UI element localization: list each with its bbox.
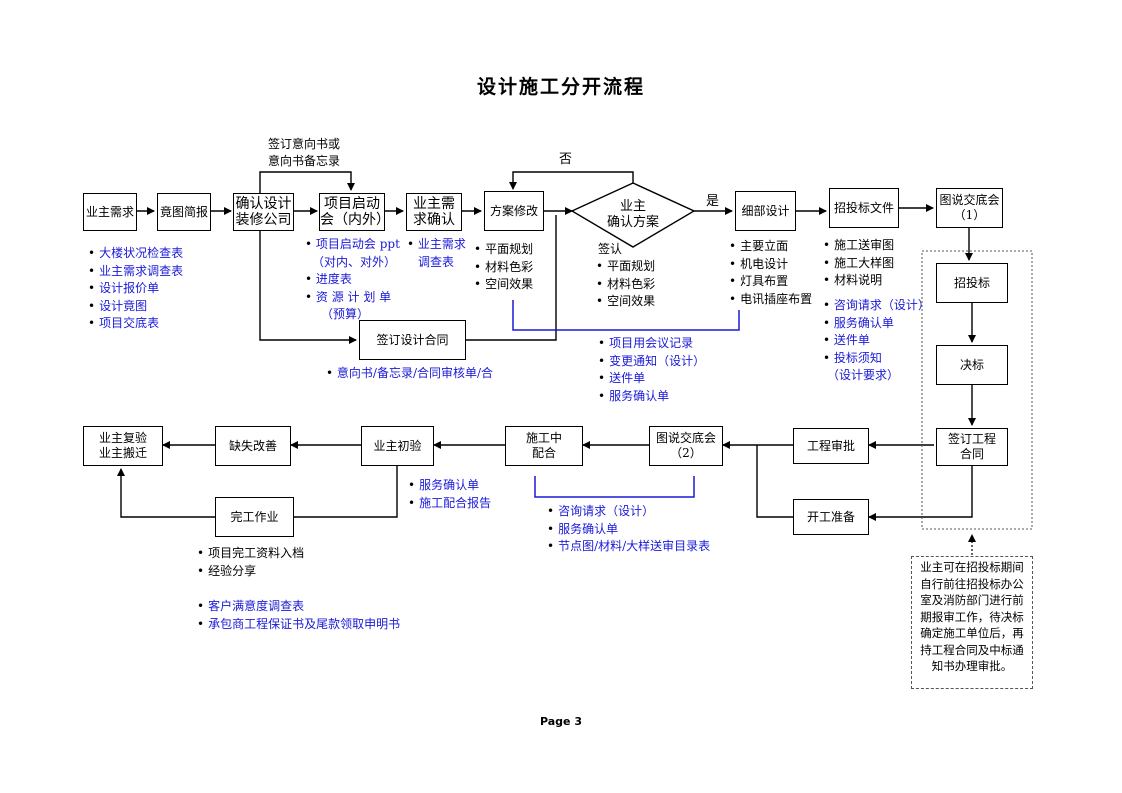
box-award: 决标: [936, 345, 1008, 385]
list-item: 设计竟图: [88, 298, 183, 316]
list-item: 业主需求: [417, 237, 466, 251]
box-drawing-briefing-2: 图说交底会 （2）: [649, 426, 723, 466]
decision-owner-confirm-scheme: 业主 确认方案: [606, 199, 659, 230]
list-item: 调查表: [418, 254, 455, 269]
list-item: 送件单: [598, 370, 705, 388]
label-no: 否: [559, 152, 573, 167]
list-item: 服务确认单: [598, 388, 705, 406]
list-item: 送件单: [833, 333, 870, 347]
box-competition-brief: 竟图简报: [157, 193, 211, 231]
label-sign-intent: 签订意向书或 意向书备忘录: [268, 137, 341, 168]
list-item: 机电设计: [729, 256, 812, 274]
box-owner-reinspection: 业主复验 业主搬迁: [83, 426, 163, 466]
list-item: 进度表: [315, 272, 352, 286]
page-title: 设计施工分开流程: [476, 76, 645, 98]
list-item: （设计要求）: [827, 368, 900, 382]
box-sign-design-contract: 签订设计合同: [359, 320, 466, 360]
box-sign-construction-contract: 签订工程 合同: [936, 428, 1008, 466]
list-item: 项目完工资料入档: [197, 545, 304, 563]
list-item: 材料说明: [823, 272, 894, 290]
list-item: 大楼状况检查表: [88, 245, 183, 263]
list-item: 服务确认单: [408, 477, 491, 495]
list-item: 服务确认单: [833, 315, 894, 330]
page-number: Page 3: [539, 715, 582, 728]
list-item: （预算）: [321, 307, 370, 321]
list-item: 客户满意度调查表: [197, 598, 400, 616]
list-item: 经验分享: [197, 563, 304, 581]
list-item: 灯具布置: [729, 273, 812, 291]
list-item: 变更通知（设计）: [598, 353, 705, 371]
list-item: 施工大样图: [823, 255, 894, 273]
list-item: 空间效果: [596, 293, 655, 311]
list-bidding-docs: • 咨询请求（设计） • 服务确认单 • 送件单 • 投标须知 （设计要求）: [823, 297, 930, 385]
list-item: 投标须知: [833, 350, 882, 365]
list-item: 设计报价单: [88, 280, 183, 298]
list-item: 节点图/材料/大样送审目录表: [547, 538, 710, 556]
list-item: 咨询请求（设计）: [547, 503, 710, 521]
box-drawing-briefing-1: 图说交底会 （1）: [936, 188, 1003, 228]
list-detail-design-items: 主要立面 机电设计 灯具布置 电讯插座布置: [729, 238, 812, 308]
list-item: 意向书/备忘录/合同审核单/合: [336, 366, 494, 380]
box-completion-work: 完工作业: [215, 497, 294, 537]
list-owner-requirement-docs: 大楼状况检查表 业主需求调查表 设计报价单 设计竟图 项目交底表: [88, 245, 183, 333]
box-confirm-design-company: 确认设计 装修公司: [233, 193, 294, 231]
list-item: 咨询请求（设计）: [833, 298, 930, 312]
list-briefing2-docs: 咨询请求（设计） 服务确认单 节点图/材料/大样送审目录表: [547, 503, 710, 556]
box-project-kickoff: 项目启动 会（内外）: [319, 193, 390, 231]
list-item: 平面规划: [474, 241, 533, 259]
list-item: 电讯插座布置: [729, 291, 812, 309]
list-initial-inspection-docs: 服务确认单 施工配合报告: [408, 477, 491, 512]
list-kickoff-docs: • 项目启动会 ppt （对内、对外） • 进度表 • 资 源 计 划 单 （预…: [305, 236, 400, 324]
list-sign-confirm-items: 平面规划 材料色彩 空间效果: [596, 258, 655, 311]
box-detail-design: 细部设计: [735, 191, 796, 231]
box-construction-preparation: 开工准备: [793, 499, 869, 535]
label-yes: 是: [706, 194, 720, 209]
box-scheme-revision: 方案修改: [484, 191, 544, 231]
list-item: 项目交底表: [88, 315, 183, 333]
list-bidding-items: 施工送审图 施工大样图 材料说明: [823, 237, 894, 290]
list-item: 资 源 计 划 单: [315, 289, 392, 304]
box-defect-improvement: 缺失改善: [215, 426, 291, 466]
list-detail-design-docs: 项目用会议记录 变更通知（设计） 送件单 服务确认单: [598, 335, 705, 405]
box-owner-requirement: 业主需求: [83, 193, 137, 231]
list-item: 施工送审图: [823, 237, 894, 255]
list-item: 平面规划: [596, 258, 655, 276]
label-sign-confirm: 签认: [598, 242, 623, 256]
list-design-contract-docs: • 意向书/备忘录/合同审核单/合: [326, 366, 494, 380]
list-item: 业主需求调查表: [88, 263, 183, 281]
list-item: 项目启动会 ppt: [315, 237, 400, 251]
list-item: 空间效果: [474, 276, 533, 294]
list-completion-items: 项目完工资料入档 经验分享: [197, 545, 304, 580]
box-bidding-documents: 招投标文件: [829, 188, 899, 228]
list-item: （对内、对外）: [312, 254, 397, 269]
list-item: 项目用会议记录: [598, 335, 705, 353]
box-owner-requirement-confirm: 业主需 求确认: [406, 193, 462, 231]
list-item: 主要立面: [729, 238, 812, 256]
list-item: 施工配合报告: [408, 495, 491, 513]
box-project-approval: 工程审批: [793, 428, 869, 464]
box-construction-coordination: 施工中 配合: [505, 426, 583, 466]
list-item: 材料色彩: [596, 276, 655, 294]
note-box: 业主可在招投标期间自行前往招投标办公室及消防部门进行前期报审工作，待决标确定施工…: [911, 556, 1033, 689]
list-requirement-confirm-docs: • 业主需求 调查表: [407, 236, 466, 271]
list-item: 服务确认单: [547, 521, 710, 539]
list-item: 材料色彩: [474, 259, 533, 277]
list-item: 承包商工程保证书及尾款领取申明书: [197, 616, 400, 634]
list-scheme-items: 平面规划 材料色彩 空间效果: [474, 241, 533, 294]
box-bidding: 招投标: [936, 263, 1008, 303]
box-owner-initial-inspection: 业主初验: [361, 426, 434, 466]
list-completion-docs: 客户满意度调查表 承包商工程保证书及尾款领取申明书: [197, 598, 400, 633]
